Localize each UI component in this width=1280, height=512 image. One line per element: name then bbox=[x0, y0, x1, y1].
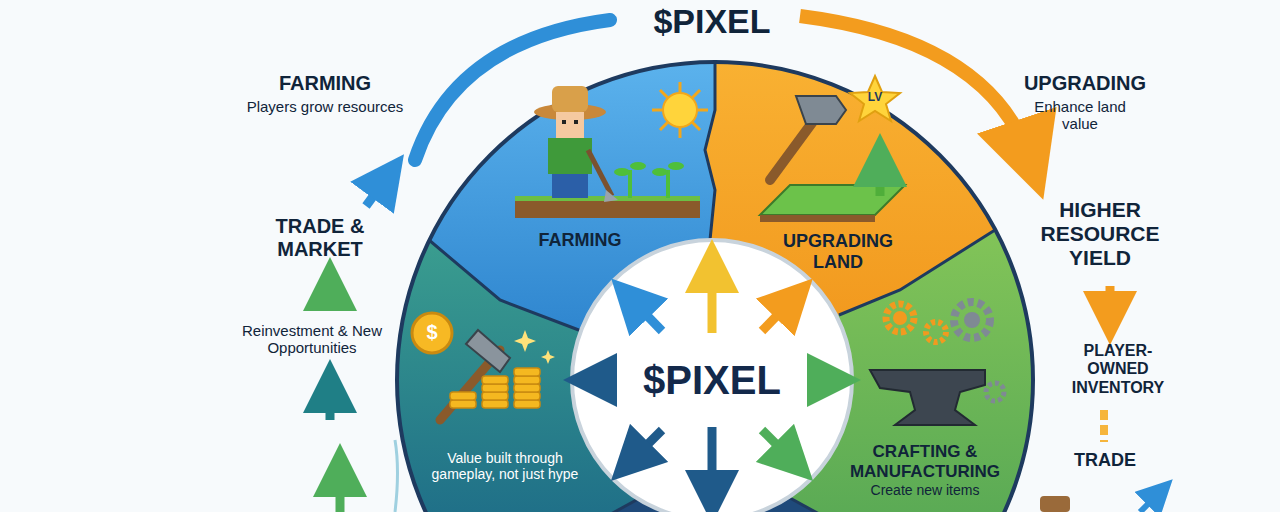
segment-box: CRAFTING & MANUFACTURINGCreate new items bbox=[838, 442, 1013, 497]
node-heading: $PIXEL bbox=[612, 357, 812, 403]
step-heading: UPGRADING bbox=[1000, 72, 1170, 95]
node-heading: Value built through gameplay, not just h… bbox=[425, 450, 585, 482]
step-heading: TRADE bbox=[1060, 450, 1150, 471]
step-heading: TRADE & MARKET bbox=[250, 215, 390, 261]
level-badge: LV bbox=[860, 91, 890, 105]
coin-symbol: $ bbox=[417, 321, 447, 344]
step-note: Reinvestment & New Opportunities bbox=[237, 322, 387, 357]
step-heading: HIGHER RESOURCE YIELD bbox=[1025, 198, 1175, 270]
step-heading: PLAYER-OWNED INVENTORY bbox=[1058, 342, 1178, 397]
diagram-title: $PIXEL bbox=[643, 2, 780, 41]
node-body: Create new items bbox=[838, 482, 1013, 498]
node-heading: CRAFTING & MANUFACTURING bbox=[838, 442, 1013, 481]
node-heading: UPGRADING LAND bbox=[768, 231, 908, 272]
node-heading: FARMING bbox=[510, 230, 650, 251]
step-heading: FARMING bbox=[240, 72, 410, 95]
segment-box: FARMING bbox=[510, 230, 650, 251]
segment-box: Value built through gameplay, not just h… bbox=[425, 450, 585, 482]
step-note: Enhance land value bbox=[1025, 98, 1135, 133]
segment-box: UPGRADING LAND bbox=[768, 231, 908, 272]
step-note: Players grow resources bbox=[230, 98, 420, 115]
hub-circle: $PIXEL bbox=[612, 357, 812, 403]
